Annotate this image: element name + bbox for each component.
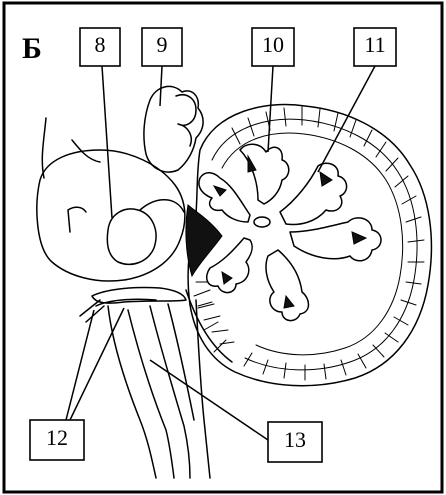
label-10-text: 10 bbox=[262, 32, 284, 57]
nerve-band bbox=[92, 287, 186, 303]
label-13-text: 13 bbox=[284, 427, 306, 452]
leader-9 bbox=[160, 66, 162, 106]
label-9-text: 9 bbox=[157, 32, 168, 57]
colliculi bbox=[176, 95, 196, 146]
label-8-text: 8 bbox=[95, 32, 106, 57]
hook-mark bbox=[68, 207, 86, 232]
thalamus-outline bbox=[37, 150, 185, 281]
leader-8 bbox=[102, 66, 112, 218]
label-9: 9 bbox=[142, 28, 182, 66]
label-13: 13 bbox=[268, 422, 322, 462]
medulla-outline bbox=[108, 306, 156, 478]
panel-letter: Б bbox=[22, 32, 42, 65]
label-11: 11 bbox=[354, 28, 396, 66]
midbrain-outline bbox=[144, 86, 203, 172]
dentate-nucleus bbox=[254, 217, 270, 227]
label-12-text: 12 bbox=[46, 425, 68, 450]
label-12: 12 bbox=[30, 420, 84, 460]
anatomy-drawing bbox=[37, 86, 432, 478]
leader-13 bbox=[150, 360, 268, 440]
leader-12b bbox=[70, 308, 124, 420]
arbor-vitae bbox=[199, 144, 381, 320]
label-11-text: 11 bbox=[364, 32, 385, 57]
leader-11 bbox=[318, 66, 375, 172]
leader-10 bbox=[268, 66, 273, 152]
label-8: 8 bbox=[80, 28, 120, 66]
leader-12a bbox=[66, 310, 94, 420]
label-10: 10 bbox=[252, 28, 294, 66]
